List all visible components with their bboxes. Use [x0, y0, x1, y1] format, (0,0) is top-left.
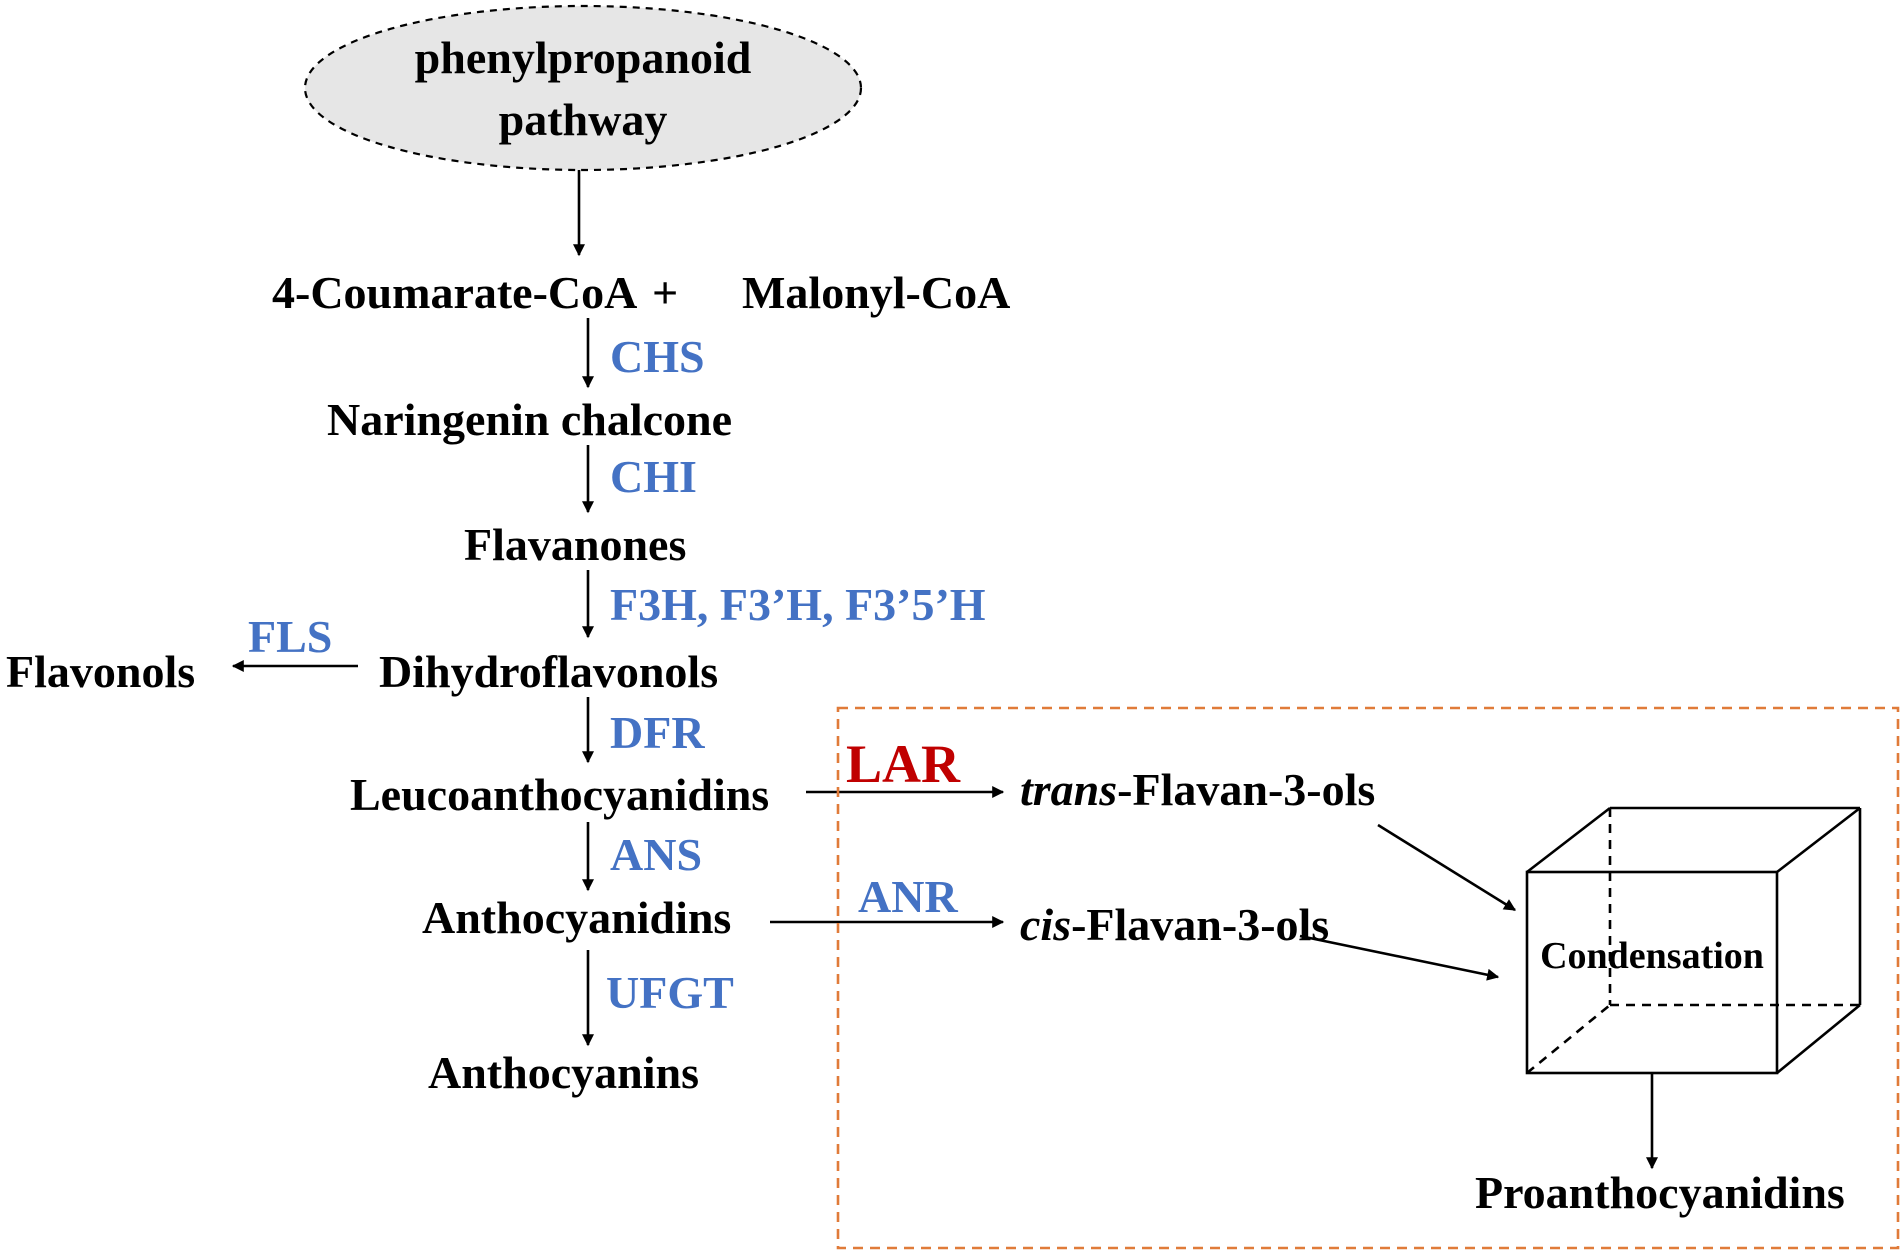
compound-trans-flavan-3-ols: trans-Flavan-3-ols	[1020, 764, 1375, 815]
proanthocyanidin-branch-box	[836, 706, 1900, 1250]
compound-flavonols: Flavonols	[6, 646, 195, 697]
compound-cis-flavan-3-ols: cis-Flavan-3-ols	[1020, 899, 1329, 950]
cube-hidden-diagonal	[1526, 1003, 1611, 1075]
arrow-cis-to-condensation	[1299, 934, 1500, 981]
compound-leucoanthocyanidins: Leucoanthocyanidins	[350, 769, 769, 820]
arrow-trans-to-condensation	[1377, 823, 1517, 912]
source-ellipse	[303, 4, 863, 172]
compound-naringenin-chalcone: Naringenin chalcone	[327, 394, 732, 445]
compound-malonyl-coa: Malonyl-CoA	[742, 267, 1010, 318]
cube-top-left-edge	[1526, 806, 1611, 874]
enzyme-fls: FLS	[248, 611, 332, 662]
compound-anthocyanins: Anthocyanins	[428, 1047, 699, 1098]
cis-prefix: cis	[1020, 899, 1071, 950]
enzyme-lar: LAR	[846, 734, 961, 794]
compound-coumarate-coa: 4-Coumarate-CoA	[272, 267, 637, 318]
enzyme-chi: CHI	[610, 451, 697, 502]
compound-dihydroflavonols: Dihydroflavonols	[379, 646, 718, 697]
enzyme-dfr: DFR	[610, 707, 705, 758]
source-label-line2: pathway	[499, 94, 668, 145]
enzyme-ufgt: UFGT	[606, 967, 734, 1018]
compound-anthocyanidins: Anthocyanidins	[422, 892, 731, 943]
cis-rest: -Flavan-3-ols	[1071, 899, 1329, 950]
trans-prefix: trans	[1020, 764, 1117, 815]
phenylpropanoid-pathway-node: phenylpropanoid pathway	[303, 4, 863, 172]
enzyme-f3h-group: F3H, F3’H, F3’5’H	[610, 579, 986, 630]
compound-flavanones: Flavanones	[464, 519, 686, 570]
enzyme-chs: CHS	[610, 331, 705, 382]
enzyme-anr: ANR	[858, 871, 958, 922]
compound-plus: +	[652, 267, 678, 318]
cube-top-right-edge	[1776, 806, 1861, 874]
compound-proanthocyanidins: Proanthocyanidins	[1475, 1167, 1845, 1218]
cube-bottom-right-edge	[1776, 1003, 1861, 1075]
source-label-line1: phenylpropanoid	[415, 32, 752, 83]
enzyme-ans: ANS	[610, 829, 702, 880]
condensation-label: Condensation	[1540, 935, 1764, 977]
trans-rest: -Flavan-3-ols	[1117, 764, 1375, 815]
